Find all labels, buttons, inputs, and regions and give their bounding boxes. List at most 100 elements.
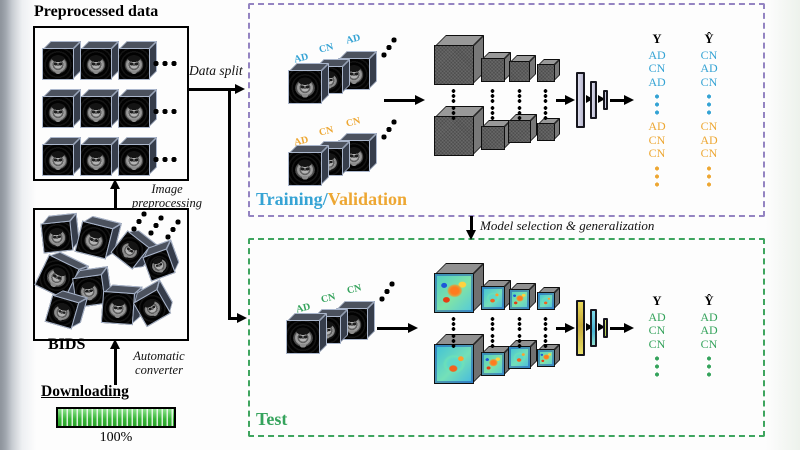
data-split-label: Data split: [189, 63, 243, 78]
y-value: CN: [648, 61, 666, 75]
feature-cube: [537, 64, 555, 82]
y-header: Y: [652, 294, 662, 308]
fc-arrow: [598, 323, 605, 331]
ellipsis-dots: [152, 60, 178, 67]
y-value: AD: [648, 47, 666, 62]
ellipsis-dots: [516, 316, 523, 349]
validation-title-part: Validation: [327, 189, 408, 209]
brain-cube: [42, 144, 74, 176]
training-validation-box: [248, 3, 765, 217]
test-y-column: Y AD CN CN: [639, 294, 675, 382]
test-box: [248, 238, 765, 437]
title-slash: /: [322, 189, 328, 209]
ellipsis-dots: [653, 164, 661, 188]
heatmap-cube: [508, 346, 531, 369]
data-split-branch-line: [228, 88, 231, 319]
ellipsis-dots: [705, 164, 713, 188]
ellipsis-dots: [152, 108, 178, 115]
brain-cube: [100, 290, 136, 326]
test-input-arrow: [377, 327, 409, 330]
brain-cube: [288, 152, 322, 186]
brain-cube: [80, 48, 112, 80]
heatmap-cube: [537, 349, 555, 367]
fc-layer: [576, 72, 585, 128]
downloading-title: Downloading: [41, 383, 129, 400]
brain-cube: [118, 96, 150, 128]
brain-cube: [80, 96, 112, 128]
fc-layer: [603, 318, 608, 338]
training-validation-title: Training/Validation: [256, 189, 407, 210]
y-value: AD: [648, 309, 666, 324]
training-y-column: Y AD CN AD AD CN CN: [639, 32, 675, 192]
yhat-header: Ŷ: [704, 294, 714, 308]
y-value: CN: [648, 323, 666, 337]
feature-cube: [434, 116, 474, 156]
cnn-to-fc-arrow: [556, 327, 566, 330]
feature-cube: [481, 126, 505, 150]
brain-cube: [40, 220, 74, 254]
yhat-value: CN: [700, 336, 718, 351]
fc-layer: [590, 81, 597, 119]
model-selection-label: Model selection & generalization: [480, 218, 655, 233]
test-yhat-column: Ŷ AD AD CN: [691, 294, 727, 382]
download-progress-bar: [56, 407, 176, 428]
yhat-value: CN: [700, 47, 718, 62]
heatmap-cube: [434, 273, 474, 313]
ellipsis-dots: [489, 316, 496, 349]
heatmap-cube: [537, 292, 555, 310]
fc-layer: [603, 90, 608, 110]
feature-cube: [537, 123, 555, 141]
brain-cube: [80, 144, 112, 176]
heatmap-cube: [434, 344, 474, 384]
ellipsis-dots: [542, 88, 549, 121]
y-value: CN: [648, 132, 666, 147]
preprocessed-data-title: Preprocessed data: [34, 3, 159, 20]
yhat-value: AD: [700, 132, 718, 147]
test-title: Test: [256, 409, 288, 429]
yhat-value: CN: [700, 74, 718, 89]
y-value: AD: [648, 119, 666, 133]
automatic-converter-arrow: [114, 348, 117, 385]
fc-layer: [576, 300, 585, 356]
fc-arrow: [586, 95, 593, 103]
feature-cube: [481, 58, 505, 82]
brain-cube: [42, 48, 74, 80]
brain-cube: [42, 96, 74, 128]
training-yhat-column: Ŷ CN AD CN CN AD CN: [691, 32, 727, 192]
fc-output-arrow: [610, 99, 625, 102]
feature-cube: [434, 45, 474, 85]
image-preprocessing-label: Image preprocessing: [132, 182, 202, 210]
ellipsis-dots: [516, 88, 523, 121]
heatmap-cube: [481, 286, 505, 310]
y-value: AD: [648, 74, 666, 89]
heatmap-cube: [509, 289, 530, 310]
model-selection-arrow: [470, 216, 473, 231]
ellipsis-dots: [705, 355, 713, 378]
fc-arrow: [586, 323, 593, 331]
feature-cube: [508, 120, 531, 143]
data-split-arrow-training: [188, 88, 236, 91]
fc-output-arrow: [610, 327, 625, 330]
yhat-value: AD: [700, 323, 718, 337]
yhat-header: Ŷ: [704, 32, 714, 46]
progress-percent: 100%: [99, 430, 133, 445]
image-preprocessing-arrow: [114, 188, 117, 208]
yhat-value: AD: [700, 61, 718, 75]
yhat-value: CN: [700, 146, 718, 160]
ellipsis-dots: [450, 88, 457, 121]
brain-cube: [288, 70, 322, 104]
yhat-value: AD: [700, 309, 718, 324]
brain-cube: [286, 320, 320, 354]
heatmap-cube: [481, 352, 505, 376]
y-header: Y: [652, 32, 662, 46]
training-title-part: Training: [256, 189, 323, 209]
feature-cube: [509, 61, 530, 82]
training-input-arrow: [384, 99, 416, 102]
cnn-to-fc-arrow: [556, 99, 566, 102]
bids-label: BIDS: [48, 336, 86, 353]
fc-layer: [590, 309, 597, 347]
ellipsis-dots: [705, 93, 713, 116]
ellipsis-dots: [152, 156, 178, 163]
ellipsis-dots: [653, 355, 661, 378]
